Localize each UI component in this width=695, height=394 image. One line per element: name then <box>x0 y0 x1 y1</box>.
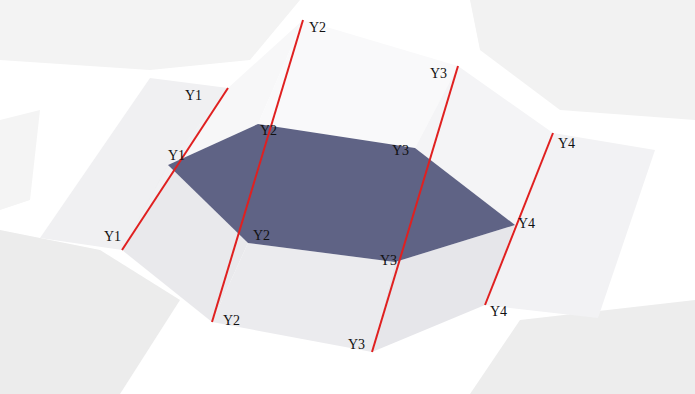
fold-label: Y3 <box>348 337 365 353</box>
fold-label: Y3 <box>392 143 409 159</box>
neighbour-sheet <box>0 110 40 210</box>
fold-line <box>372 66 458 352</box>
fold-label: Y4 <box>558 136 575 152</box>
fold-label: Y3 <box>380 253 397 269</box>
sheet-facet <box>212 243 395 352</box>
fold-label: Y2 <box>223 313 240 329</box>
fold-label: Y2 <box>260 123 277 139</box>
neighbour-sheet <box>0 0 300 70</box>
fold-label: Y1 <box>185 88 202 104</box>
hexagon-face <box>168 124 515 262</box>
fold-label: Y2 <box>309 20 326 36</box>
fold-label: Y2 <box>253 228 270 244</box>
fold-line <box>212 20 303 322</box>
fold-label: Y3 <box>430 66 447 82</box>
fold-line <box>485 133 553 305</box>
fold-line <box>122 88 228 250</box>
fold-label: Y1 <box>104 229 121 245</box>
fold-label: Y1 <box>168 148 185 164</box>
fold-label: Y4 <box>518 216 535 232</box>
fold-label: Y4 <box>490 304 507 320</box>
